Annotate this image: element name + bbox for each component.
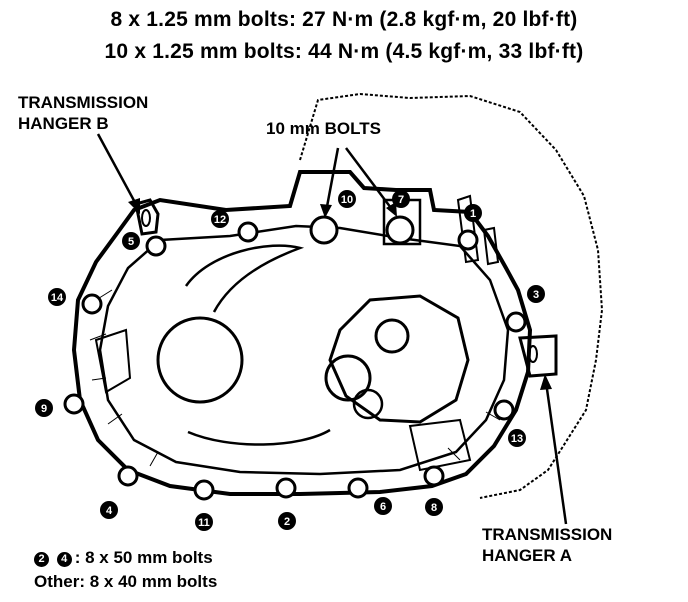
legend-bolt-length-50mm: 2 4: 8 x 50 mm bolts (34, 548, 213, 568)
bolt-badge-8: 8 (425, 498, 443, 516)
transmission-hanger-a-bracket (518, 334, 558, 378)
svg-text:14: 14 (51, 292, 64, 304)
hanger-b-slot (141, 209, 151, 227)
case-inner-rim (98, 224, 510, 476)
breather-stub (482, 226, 500, 266)
svg-text:2: 2 (284, 516, 290, 528)
bolt-badge-9: 9 (35, 399, 53, 417)
bolt-hole-4 (117, 465, 139, 487)
legend-bolt-length-40mm: Other: 8 x 40 mm bolts (34, 572, 218, 591)
bolt-badge-3: 3 (527, 285, 545, 303)
leader-hanger-b (96, 133, 140, 209)
svg-text:8: 8 (431, 502, 437, 514)
bolt-hole-9 (63, 393, 85, 415)
svg-text:3: 3 (533, 289, 539, 301)
arrowhead-10mm-left (320, 204, 332, 218)
left-pocket (94, 328, 132, 394)
bolt-badge-12: 12 (211, 210, 229, 228)
legend-badge-4: 4 (56, 552, 72, 567)
reverse-idler-bore (352, 388, 384, 420)
torque-spec-10mm: 10 x 1.25 mm bolts: 44 N·m (4.5 kgf·m, 3… (104, 40, 584, 63)
bolt-hole-7 (385, 215, 415, 245)
bolt-badges: 1 2 3 4 5 6 7 8 9 10 11 12 13 14 (35, 190, 545, 531)
hanger-a-slot (528, 345, 538, 363)
bolt-hole-12 (237, 221, 259, 243)
bolt-badge-6: 6 (374, 497, 392, 515)
countershaft-bore (374, 318, 410, 354)
svg-text:12: 12 (214, 214, 226, 226)
bolt-badge-10: 10 (338, 190, 356, 208)
bolt-hole-13 (493, 399, 515, 421)
lower-rib (187, 428, 331, 446)
input-shaft-bore (156, 316, 244, 404)
case-rib (184, 244, 305, 313)
leader-10mm-right (345, 147, 395, 213)
torque-spec-8mm: 8 x 1.25 mm bolts: 27 N·m (2.8 kgf·m, 20… (110, 8, 578, 31)
leader-lines (96, 133, 568, 525)
svg-text:1: 1 (470, 208, 476, 220)
svg-text:11: 11 (198, 517, 210, 529)
right-pocket (408, 418, 472, 472)
legend-line1-text: : 8 x 50 mm bolts (74, 548, 213, 567)
bolt-hole-8 (423, 465, 445, 487)
hanger-a-label-line2: HANGER A (482, 546, 573, 565)
bolt-hole-1 (457, 229, 479, 251)
bolt-hole-6 (347, 477, 369, 499)
svg-text:7: 7 (398, 194, 404, 206)
arrowhead-10mm-right (386, 202, 397, 217)
svg-text:9: 9 (41, 403, 47, 415)
bolt-badge-14: 14 (48, 288, 66, 306)
hanger-b-label-line1: TRANSMISSION (18, 93, 149, 112)
bolt-badge-13: 13 (508, 429, 526, 447)
leader-arrowheads (128, 198, 552, 390)
leader-hanger-a (544, 381, 568, 525)
bolt-badge-4: 4 (100, 501, 118, 519)
leader-10mm-left (324, 147, 340, 213)
svg-text:10: 10 (341, 194, 353, 206)
transmission-hanger-b-label: TRANSMISSION HANGER B (18, 92, 148, 134)
bell-housing-outline (299, 92, 604, 499)
bolt-badge-5: 5 (122, 232, 140, 250)
bolt-hole-11 (193, 479, 215, 501)
arrowhead-hanger-a (540, 374, 552, 390)
bolt-hole-10 (309, 215, 339, 245)
legend-badge-2: 2 (34, 552, 49, 567)
svg-text:4: 4 (106, 505, 113, 517)
svg-text:5: 5 (128, 236, 134, 248)
svg-text:6: 6 (380, 501, 386, 513)
transmission-hanger-b-bracket (134, 198, 160, 236)
bolt-hole-2 (275, 477, 297, 499)
hanger-a-label-line1: TRANSMISSION (482, 525, 613, 544)
bolt-holes (63, 215, 527, 501)
bolt-hole-14 (81, 293, 103, 315)
arrowhead-hanger-b (128, 198, 140, 214)
bolt-badge-1: 1 (464, 204, 482, 222)
shaft-bore-cluster (328, 294, 470, 424)
bolt-hole-5 (145, 235, 167, 257)
bolt-badge-11: 11 (195, 513, 213, 531)
flange-hatching (89, 289, 501, 467)
transmission-hanger-a-label: TRANSMISSION HANGER A (482, 524, 612, 566)
mainshaft-bore (324, 354, 372, 402)
hanger-b-label-line2: HANGER B (18, 114, 109, 133)
bolt-hole-3 (505, 311, 527, 333)
bolts-10mm-label: 10 mm BOLTS (266, 119, 381, 138)
svg-text:13: 13 (511, 433, 523, 445)
bolt-badge-7: 7 (392, 190, 410, 208)
bolt-badge-2: 2 (278, 512, 296, 530)
